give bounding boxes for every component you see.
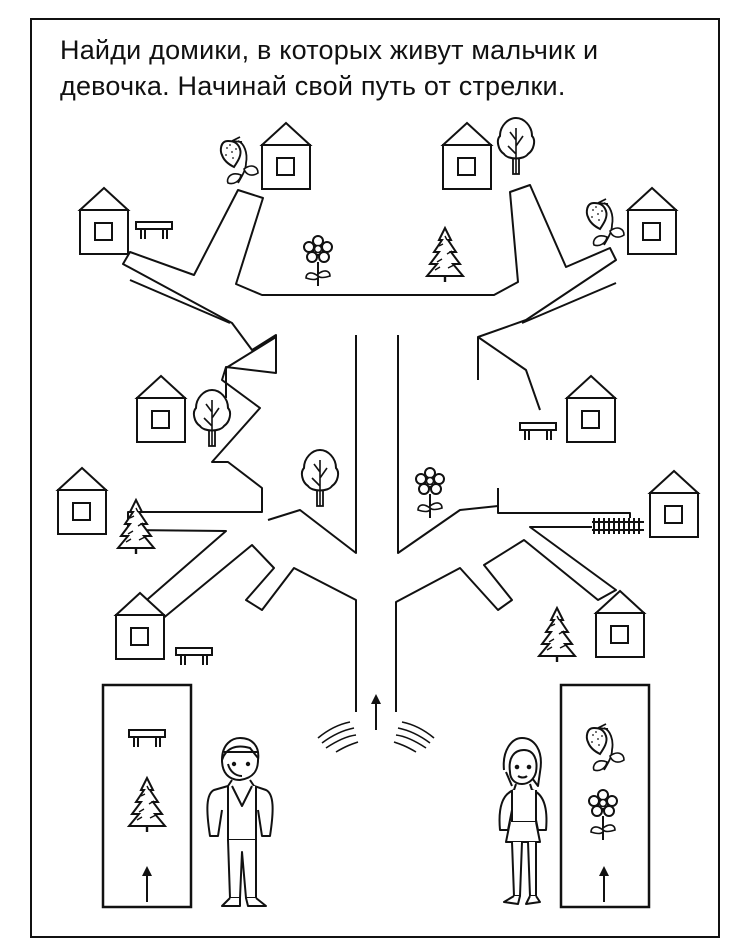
tree-icon [300,449,340,507]
strawberry-icon [219,136,259,185]
house-icon[interactable] [442,122,492,190]
fir-tree-icon [537,606,577,664]
house-icon[interactable] [57,467,107,535]
strawberry-icon [585,198,625,247]
fir-tree-icon [425,226,465,284]
fir-tree-icon [116,498,156,556]
boy-figure[interactable] [206,737,274,907]
house-icon[interactable] [261,122,311,190]
tree-icon [496,117,536,175]
house-icon[interactable] [136,375,186,443]
grass-icon [317,721,435,753]
house-icon[interactable] [115,592,165,660]
instruction-line-1: Найди домики, в которых живут мальчик и [60,35,599,65]
house-icon[interactable] [79,187,129,255]
flower-icon [303,235,333,287]
house-icon[interactable] [649,470,699,538]
flower-icon [415,467,445,519]
house-icon[interactable] [627,187,677,255]
fence-icon [592,518,644,534]
tree-icon [192,389,232,447]
girl-figure[interactable] [498,737,548,905]
house-icon[interactable] [595,590,645,658]
bench-icon [175,647,213,666]
bench-icon [135,221,173,240]
instruction-text: Найди домики, в которых живут мальчик и … [60,32,700,104]
house-icon[interactable] [566,375,616,443]
arrow-up-icon[interactable] [370,693,382,731]
instruction-line-2: девочка. Начинай свой путь от стрелки. [60,71,566,101]
maze-paths [122,184,631,712]
bench-icon [519,422,557,441]
